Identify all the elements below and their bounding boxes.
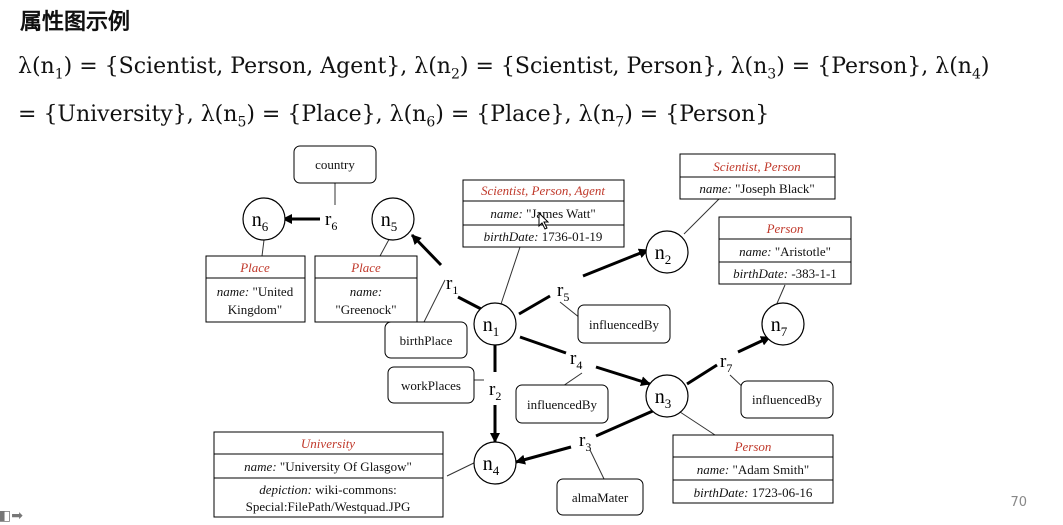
slide-title: 属性图示例 (20, 10, 131, 35)
edge-type-workplaces: workPlaces (401, 378, 461, 393)
node-n2 (645, 230, 689, 274)
edge-type-influencedby-r5: influencedBy (589, 317, 660, 332)
propbox-n4-name: name: "University Of Glasgow" (244, 459, 412, 474)
propbox-n6-name-2: Kingdom" (228, 302, 282, 317)
propbox-n7-birthdate: birthDate: -383-1-1 (733, 266, 837, 281)
formula-line-2: = {University}, λ(n5) = {Place}, λ(n6) =… (18, 102, 770, 131)
propbox-n6-label: Place (239, 260, 270, 275)
edge-r3-label: r3 (579, 430, 591, 454)
edge-type-influencedby-r4: influencedBy (527, 397, 598, 412)
node-n2-label: n2 (655, 242, 672, 267)
node-n5 (371, 197, 415, 241)
node-n7-label: n7 (771, 314, 788, 339)
edge-r5-label: r5 (557, 280, 569, 304)
node-n4 (473, 441, 517, 485)
node-n1-label: n1 (483, 314, 500, 339)
edge-type-country: country (315, 157, 355, 172)
node-n1 (473, 302, 517, 346)
node-n4-label: n4 (483, 453, 500, 478)
page-number: 70 (1010, 495, 1027, 510)
propbox-n2-name: name: "Joseph Black" (699, 181, 814, 196)
propbox-n1-birthdate: birthDate: 1736-01-19 (484, 229, 603, 244)
mouse-cursor-icon (538, 211, 550, 230)
node-n5-label: n5 (381, 209, 398, 234)
edge-type-birthplace: birthPlace (400, 333, 453, 348)
node-n3-label: n3 (655, 386, 672, 411)
formula-line-1: λ(n1) = {Scientist, Person, Agent}, λ(n2… (18, 54, 990, 83)
propbox-n1-label: Scientist, Person, Agent (481, 183, 605, 198)
node-n3 (645, 374, 689, 418)
propbox-n3-name: name: "Adam Smith" (697, 462, 809, 477)
propbox-n5-name-1: name: (350, 284, 383, 299)
propbox-n5-label: Place (350, 260, 381, 275)
corner-nav-icon[interactable]: ◧➡ (0, 508, 23, 524)
edge-r6-label: r6 (325, 209, 337, 233)
propbox-n4-label: University (301, 436, 355, 451)
node-n6-label: n6 (252, 209, 269, 234)
edge-r2-label: r2 (489, 379, 501, 403)
propbox-n3-birthdate: birthDate: 1723-06-16 (694, 485, 813, 500)
propbox-n3-label: Person (734, 439, 772, 454)
propbox-n5-name-2: "Greenock" (335, 302, 396, 317)
edge-type-influencedby-r7: influencedBy (752, 392, 823, 407)
node-n7 (761, 302, 805, 346)
edge-r7-label: r7 (720, 351, 732, 375)
propbox-n4-depiction-1: depiction: wiki-commons: (259, 482, 397, 497)
edge-r1-label: r1 (446, 273, 458, 297)
propbox-n7-name: name: "Aristotle" (739, 244, 831, 259)
propbox-n6-name-1: name: "United (217, 284, 294, 299)
propbox-n4-depiction-2: Special:FilePath/Westquad.JPG (246, 499, 411, 514)
edge-r4-label: r4 (570, 348, 582, 372)
node-n6 (242, 197, 286, 241)
edge-type-almamater: almaMater (572, 490, 629, 505)
propbox-n7-label: Person (766, 221, 804, 236)
propbox-n2-label: Scientist, Person (713, 159, 800, 174)
